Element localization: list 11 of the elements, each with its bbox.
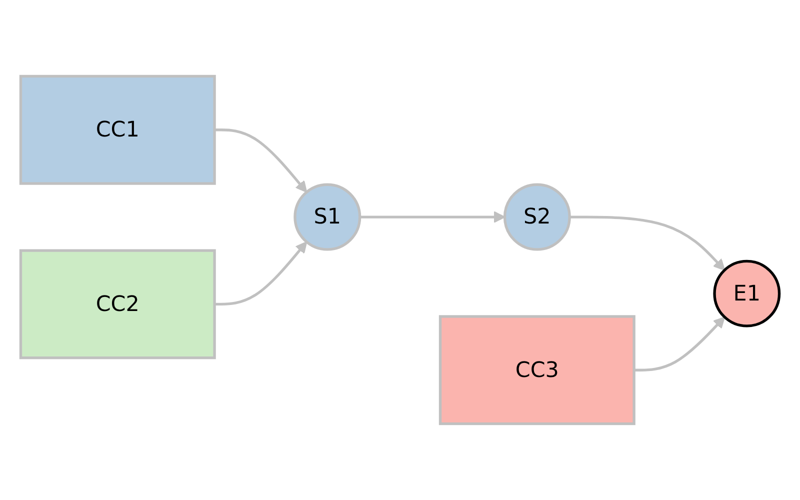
arrow: [360, 211, 506, 223]
node-circle: S2: [503, 183, 571, 251]
node-box: CC2: [19, 249, 216, 360]
node-circle: S1: [294, 183, 362, 251]
arrow: [214, 128, 308, 193]
node-box: CC1: [19, 74, 216, 185]
node-circle: E1: [713, 260, 781, 328]
arrow: [634, 316, 726, 372]
arrow: [214, 241, 308, 306]
node-box: CC3: [438, 315, 636, 426]
arrow: [570, 216, 726, 271]
